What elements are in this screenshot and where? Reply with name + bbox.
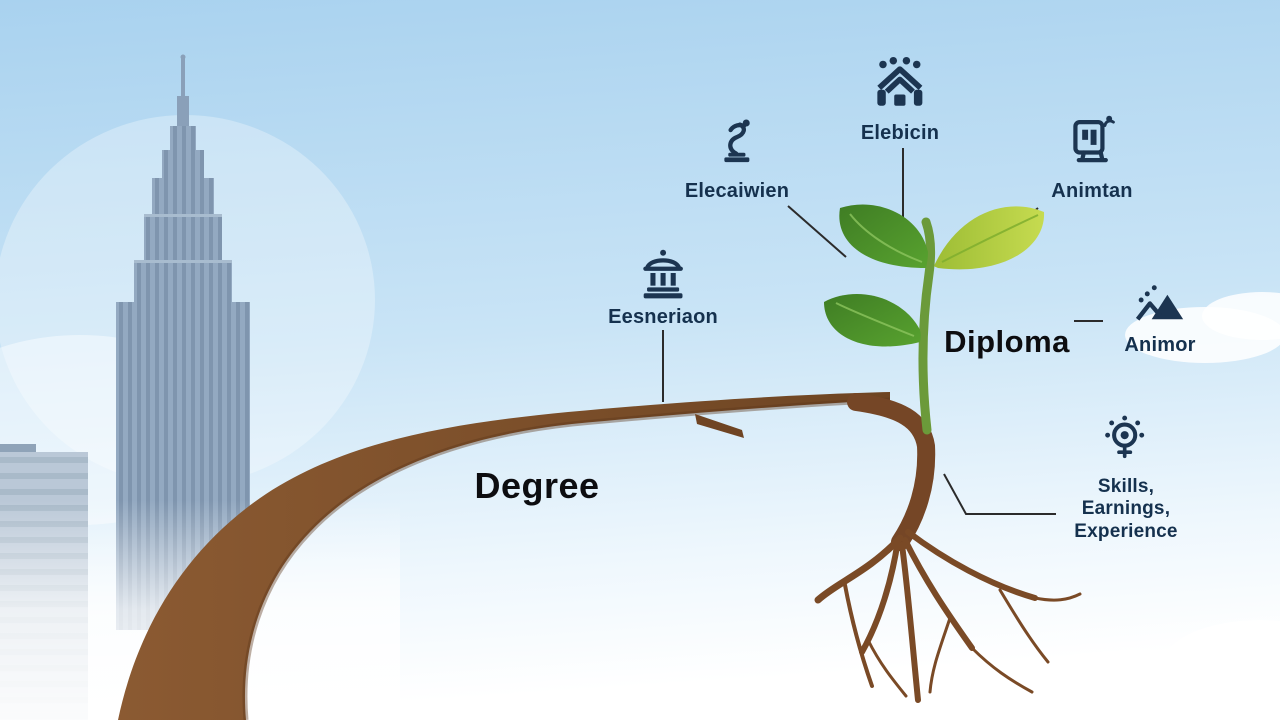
node-label-growth: Animor <box>1124 334 1196 356</box>
house-people-icon <box>870 56 930 116</box>
node-computer: Animtan <box>1051 112 1133 204</box>
node-label-computer: Animtan <box>1051 180 1133 202</box>
cloud-right <box>975 292 1280 720</box>
roots <box>814 529 1082 703</box>
bank-building-icon <box>636 246 690 300</box>
node-label-institution: Eesneriaon <box>608 306 718 328</box>
sapling <box>824 204 1045 435</box>
node-label-achievement: Elecaiwien <box>684 180 790 202</box>
mountain-chart-icon <box>1132 272 1188 328</box>
node-institution: Eesneriaon <box>608 246 718 330</box>
degree-label: Degree <box>474 465 600 506</box>
connector-skills <box>943 473 1056 515</box>
node-label-household: Elebicin <box>860 122 940 144</box>
diploma-label: Diploma <box>944 324 1070 359</box>
leaf-dark-upper <box>839 204 928 268</box>
node-skills: Skills, Earnings, Experience <box>1074 414 1178 543</box>
tree-branch <box>118 392 936 720</box>
node-growth: Animor <box>1124 272 1195 358</box>
sapling-stem <box>918 217 936 435</box>
target-dots-icon <box>1100 414 1152 466</box>
node-achievement: Elecaiwien <box>685 116 789 204</box>
leaf-dark-lower <box>824 294 921 347</box>
trophy-statue-icon <box>712 116 762 166</box>
monitor-icon <box>1065 112 1119 166</box>
connector-achievement <box>787 205 847 258</box>
node-household: Elebicin <box>861 56 939 146</box>
twig <box>695 414 744 438</box>
node-label-skills: Skills, Earnings, Experience <box>1074 476 1178 542</box>
